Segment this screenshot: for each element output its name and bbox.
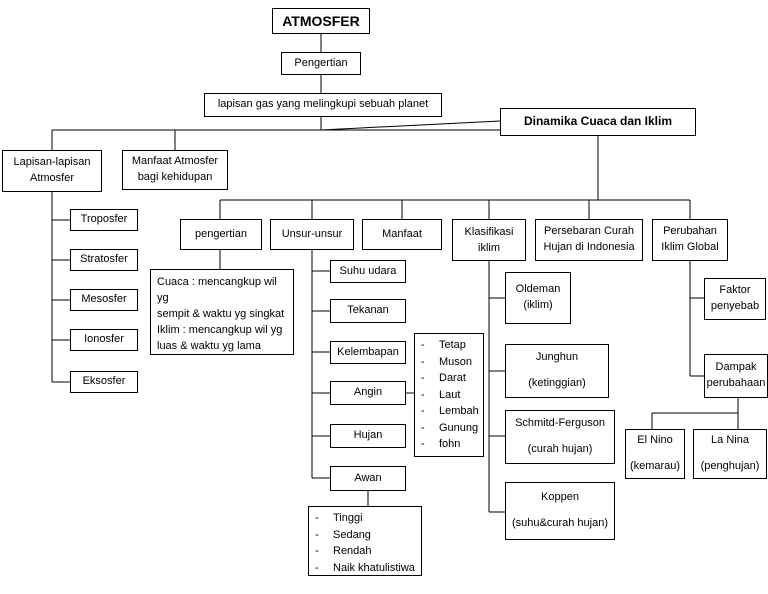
unsur-item-label: Tekanan (347, 304, 389, 317)
lapisan-item-troposfer: Troposfer (70, 209, 138, 231)
lapisan-item-label: Stratosfer (80, 253, 128, 266)
iklim-line1: Iklim : mencangkup wil yg (157, 323, 283, 336)
sub-pengertian-box: pengertian (180, 219, 262, 250)
unsur-item-label: Suhu udara (339, 264, 397, 277)
klasifikasi-line1: Klasifikasi (464, 226, 514, 238)
list-item: fohn (417, 436, 479, 453)
title-text: ATMOSFER (282, 12, 360, 29)
klasifikasi-junghun: Junghun (ketinggian) (505, 344, 609, 398)
klasifikasi-note: (curah hujan) (527, 443, 593, 455)
angin-types-box: Tetap Muson Darat Laut Lembah Gunung foh… (414, 333, 484, 457)
manfaat-box: Manfaat (362, 219, 442, 250)
elnino-name: El Nino (637, 434, 673, 447)
awan-types-box: Tinggi Sedang Rendah Naik khatulistiwa (308, 506, 422, 576)
unsur-item-label: Kelembapan (337, 345, 399, 358)
unsur-item-hujan: Hujan (330, 424, 406, 448)
klasifikasi-note: (iklim) (523, 299, 553, 311)
list-item: Muson (417, 354, 479, 371)
lapisan-item-mesosfer: Mesosfer (70, 289, 138, 311)
perubahan-line2: Iklim Global (661, 241, 719, 253)
lapisan-item-ionosfer: Ionosfer (70, 329, 138, 351)
dinamika-box: Dinamika Cuaca dan Iklim (500, 108, 696, 136)
list-item: Naik khatulistiwa (311, 560, 415, 577)
persebaran-box: Persebaran Curah Hujan di Indonesia (535, 219, 643, 261)
lapisan-label-line1: Lapisan-lapisan (13, 156, 91, 169)
unsur-item-awan: Awan (330, 466, 406, 491)
klasifikasi-schmidt: Schmitd-Ferguson (curah hujan) (505, 410, 615, 464)
manfaat-atmosfer-line1: Manfaat Atmosfer (131, 155, 219, 168)
klasifikasi-note: (ketinggian) (528, 377, 586, 389)
list-item: Lembah (417, 403, 479, 420)
persebaran-line2: Hujan di Indonesia (543, 241, 635, 253)
cuaca-line1: Cuaca : mencangkup wil yg (157, 276, 277, 304)
definitions-box: Cuaca : mencangkup wil yg sempit & waktu… (150, 269, 294, 355)
manfaat-atmosfer-box: Manfaat Atmosfer bagi kehidupan (122, 150, 228, 190)
pengertian-box: Pengertian (281, 52, 361, 75)
lapisan-item-stratosfer: Stratosfer (70, 249, 138, 271)
unsur-item-label: Hujan (353, 429, 383, 442)
unsur-item-suhu: Suhu udara (330, 260, 406, 283)
dinamika-label: Dinamika Cuaca dan Iklim (523, 114, 673, 129)
definisi-box: lapisan gas yang melingkupi sebuah plane… (204, 93, 442, 117)
list-item: Gunung (417, 420, 479, 437)
cuaca-line2: sempit & waktu yg singkat (157, 307, 285, 320)
dampak-line1: Dampak (715, 361, 757, 374)
klasifikasi-box: Klasifikasi iklim (452, 219, 526, 261)
unsur-label: Unsur-unsur (281, 227, 343, 240)
manfaat-atmosfer-line2: bagi kehidupan (137, 171, 213, 183)
dampak-line2: perubahaan (706, 377, 766, 389)
lapisan-item-label: Mesosfer (81, 293, 127, 306)
elnino-box: El Nino (kemarau) (625, 429, 685, 479)
elnino-note: (kemarau) (629, 460, 681, 472)
klasifikasi-oldeman: Oldeman (iklim) (505, 272, 571, 324)
lanina-note: (penghujan) (700, 460, 760, 472)
klasifikasi-name: Koppen (541, 491, 579, 504)
dampak-box: Dampak perubahaan (704, 354, 768, 398)
list-item: Tinggi (311, 510, 415, 527)
klasifikasi-name: Oldeman (515, 283, 561, 296)
persebaran-line1: Persebaran Curah (544, 225, 634, 238)
klasifikasi-note: (suhu&curah hujan) (511, 517, 608, 529)
klasifikasi-name: Junghun (535, 351, 579, 364)
manfaat-label: Manfaat (382, 227, 422, 240)
list-item: Sedang (311, 527, 415, 544)
definisi-text: lapisan gas yang melingkupi sebuah plane… (217, 98, 429, 111)
perubahan-line1: Perubahan (663, 225, 717, 238)
lanina-name: La Nina (711, 434, 749, 447)
lapisan-item-label: Eksosfer (82, 375, 126, 388)
awan-types-list: Tinggi Sedang Rendah Naik khatulistiwa (311, 510, 415, 576)
lapisan-box: Lapisan-lapisan Atmosfer (2, 150, 102, 192)
faktor-line1: Faktor (719, 284, 751, 297)
unsur-box: Unsur-unsur (270, 219, 354, 250)
sub-pengertian-label: pengertian (195, 227, 247, 240)
unsur-item-label: Awan (354, 471, 382, 484)
lapisan-item-eksosfer: Eksosfer (70, 371, 138, 393)
title-box: ATMOSFER (272, 8, 370, 34)
pengertian-label: Pengertian (294, 56, 348, 69)
unsur-item-kelembapan: Kelembapan (330, 341, 406, 364)
list-item: Laut (417, 387, 479, 404)
klasifikasi-line2: iklim (478, 241, 500, 254)
perubahan-box: Perubahan Iklim Global (652, 219, 728, 261)
iklim-line2: luas & waktu yg lama (157, 339, 261, 352)
faktor-box: Faktor penyebab (704, 278, 766, 320)
unsur-item-tekanan: Tekanan (330, 299, 406, 323)
faktor-line2: penyebab (710, 300, 760, 312)
unsur-item-label: Angin (353, 386, 383, 399)
list-item: Darat (417, 370, 479, 387)
klasifikasi-name: Schmitd-Ferguson (515, 417, 605, 430)
list-item: Tetap (417, 337, 479, 354)
lapisan-item-label: Ionosfer (84, 333, 124, 346)
lanina-box: La Nina (penghujan) (693, 429, 767, 479)
lapisan-item-label: Troposfer (80, 213, 128, 226)
lapisan-label-line2: Atmosfer (29, 172, 74, 184)
list-item: Rendah (311, 543, 415, 560)
klasifikasi-koppen: Koppen (suhu&curah hujan) (505, 482, 615, 540)
angin-types-list: Tetap Muson Darat Laut Lembah Gunung foh… (417, 337, 479, 453)
unsur-item-angin: Angin (330, 381, 406, 405)
